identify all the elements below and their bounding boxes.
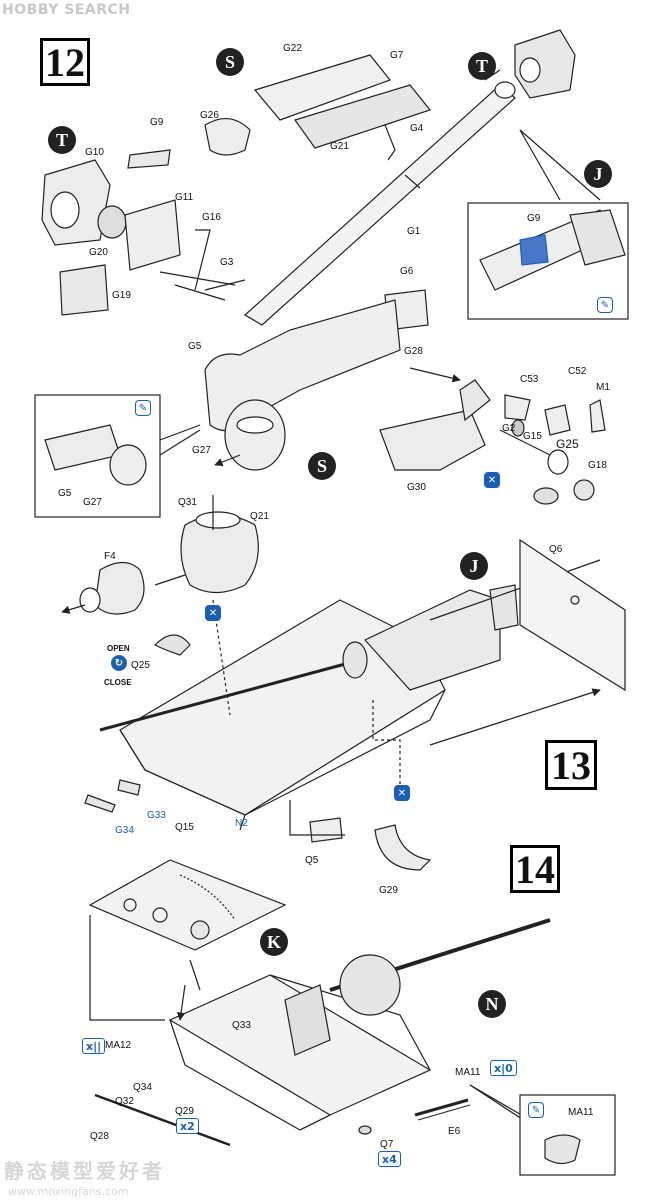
part-label-ma11: MA11 [455, 1067, 481, 1078]
inset-left-paint-icon: ✎ [135, 400, 151, 416]
step-14-box: 14 [510, 845, 560, 893]
open-label: OPEN [107, 644, 130, 653]
inset-n-paint-icon: ✎ [528, 1102, 544, 1118]
part-label-q29: Q29 [175, 1106, 194, 1117]
part-label-c53: C53 [520, 374, 539, 385]
part-label-g30: G30 [407, 482, 426, 493]
part-label-q32: Q32 [115, 1096, 134, 1107]
part-label-g25: G25 [556, 437, 579, 451]
ma11-count-badge: x|0 [490, 1060, 517, 1076]
part-label-g22: G22 [283, 43, 302, 54]
inset-n-label-ma11: MA11 [568, 1107, 594, 1118]
inset-j-paint-icon: ✎ [597, 297, 613, 313]
close-label: CLOSE [104, 678, 132, 687]
part-label-q5: Q5 [305, 855, 319, 866]
q29-multiplier-badge: x2 [176, 1118, 199, 1134]
moxingfans-watermark: 静态模型爱好者 [4, 1159, 165, 1183]
part-label-g27: G27 [192, 445, 211, 456]
part-label-g6: G6 [400, 266, 414, 277]
part-label-g1: G1 [407, 226, 421, 237]
part-label-e6: E6 [448, 1126, 461, 1137]
marker-k: K [260, 928, 288, 956]
marker-t-left: T [48, 126, 76, 154]
do-not-glue-icon-f4: ✕ [205, 605, 221, 621]
part-label-q25: Q25 [131, 660, 150, 671]
q7-multiplier-badge: x4 [378, 1151, 401, 1167]
part-label-g28: G28 [404, 346, 423, 357]
hobby-search-watermark: HOBBY SEARCH [2, 2, 131, 18]
marker-n: N [478, 990, 506, 1018]
part-label-q15: Q15 [175, 822, 194, 833]
part-label-q33: Q33 [232, 1020, 251, 1031]
part-label-ma12: MA12 [105, 1040, 132, 1051]
part-label-q28: Q28 [90, 1131, 109, 1142]
part-label-g3: G3 [220, 257, 234, 268]
part-label-m1: M1 [596, 382, 610, 393]
part-label-q7: Q7 [380, 1139, 394, 1150]
part-label-g2: G2 [502, 423, 516, 434]
part-label-q6: Q6 [549, 544, 563, 555]
inset-j-label-g9: G9 [527, 213, 541, 224]
marker-t-right: T [468, 52, 496, 80]
part-label-c52: C52 [568, 366, 587, 377]
moxingfans-url: www.moxingfans.com [8, 1185, 129, 1198]
part-label-n2: N2 [235, 818, 248, 829]
inset-label-g5: G5 [58, 488, 72, 499]
part-label-g34: G34 [115, 825, 134, 836]
part-label-q34: Q34 [133, 1082, 152, 1093]
part-label-g20: G20 [89, 247, 108, 258]
part-label-g11: G11 [175, 192, 194, 203]
part-label-g19: G19 [112, 290, 131, 301]
part-label-f4: F4 [104, 551, 116, 562]
part-label-g16: G16 [202, 212, 221, 223]
step-13-box: 13 [545, 740, 597, 790]
open-close-icon: ↻ [111, 655, 127, 671]
part-label-g15: G15 [523, 431, 542, 442]
step-12-box: 12 [40, 38, 90, 86]
part-label-q31: Q31 [178, 497, 197, 508]
marker-s-top: S [216, 48, 244, 76]
marker-s-mid: S [308, 452, 336, 480]
part-label-g7: G7 [390, 50, 404, 61]
inset-label-g27: G27 [83, 497, 102, 508]
part-label-q21: Q21 [250, 511, 269, 522]
part-label-g5: G5 [188, 341, 202, 352]
part-label-g33: G33 [147, 810, 166, 821]
part-label-g4: G4 [410, 123, 424, 134]
marker-j-right: J [584, 160, 612, 188]
part-label-g26: G26 [200, 110, 219, 121]
part-label-g9: G9 [150, 117, 164, 128]
ma12-count-badge: x|| [82, 1038, 106, 1054]
part-label-g18: G18 [588, 460, 607, 471]
do-not-glue-icon-g2: ✕ [484, 472, 500, 488]
part-label-g10: G10 [85, 147, 104, 158]
part-label-g29: G29 [379, 885, 398, 896]
marker-j-hull: J [460, 552, 488, 580]
part-label-g21: G21 [330, 141, 349, 152]
do-not-glue-icon-g29: ✕ [394, 785, 410, 801]
